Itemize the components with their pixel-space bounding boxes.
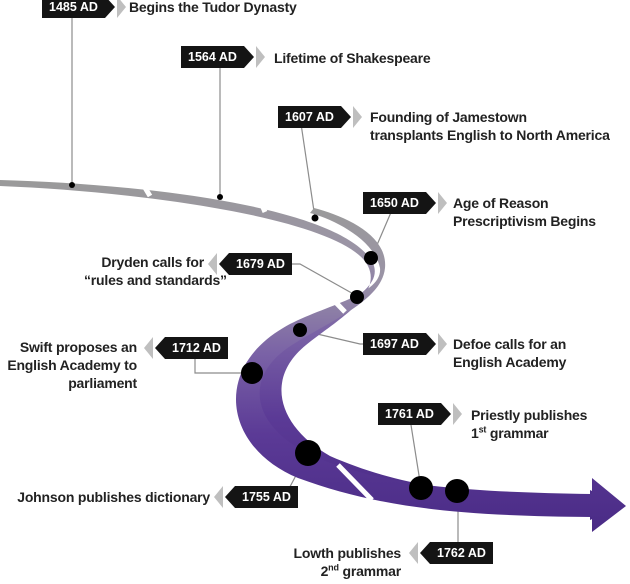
event-label-lowth: Lowth publishes 2nd grammar	[293, 545, 402, 579]
date-badge-1755: 1755 AD	[214, 486, 298, 508]
dot-1679	[350, 290, 364, 304]
dot-1762	[445, 479, 469, 503]
date-label: 1679 AD	[229, 253, 292, 275]
date-badge-1650: 1650 AD	[363, 192, 447, 214]
event-label-defoe: Defoe calls for an English Academy	[453, 336, 567, 370]
event-label-tudor: Begins the Tudor Dynasty	[129, 0, 297, 15]
ribbon-gaps	[135, 174, 374, 502]
dot-1485	[69, 182, 75, 188]
dot-1564	[217, 194, 223, 200]
dot-1697	[293, 323, 307, 337]
dot-1755	[295, 440, 321, 466]
connector-1607	[299, 116, 316, 219]
date-label: 1564 AD	[181, 46, 244, 68]
date-label: 1607 AD	[278, 106, 341, 128]
date-badge-1712: 1712 AD	[144, 337, 228, 359]
event-label-priestly: Priestly publishes 1st grammar	[471, 407, 588, 441]
date-label: 1761 AD	[378, 403, 441, 425]
event-dots	[69, 182, 469, 503]
event-label-jamestown: Founding of Jamestown transplants Englis…	[370, 109, 610, 143]
date-badge-1762: 1762 AD	[409, 542, 493, 564]
date-label: 1697 AD	[363, 333, 426, 355]
dot-1712	[241, 362, 263, 384]
date-label: 1712 AD	[165, 337, 228, 359]
dot-1761	[409, 476, 433, 500]
date-badge-1564: 1564 AD	[181, 46, 265, 68]
event-label-shakespeare: Lifetime of Shakespeare	[274, 50, 431, 66]
date-badge-1485: 1485 AD	[42, 0, 126, 18]
event-label-reason: Age of Reason Prescriptivism Begins	[453, 195, 596, 229]
dot-1650	[364, 251, 378, 265]
date-badge-1697: 1697 AD	[363, 333, 447, 355]
event-label-swift: Swift proposes an English Academy to par…	[7, 339, 137, 391]
timeline-ribbon-body	[235, 208, 626, 532]
date-label: 1485 AD	[42, 0, 105, 18]
date-badge-1679: 1679 AD	[208, 253, 292, 275]
dot-1607	[311, 214, 319, 222]
event-label-johnson: Johnson publishes dictionary	[17, 489, 210, 505]
date-badge-1761: 1761 AD	[378, 403, 462, 425]
connector-1697	[299, 329, 363, 345]
date-label: 1755 AD	[235, 486, 298, 508]
event-label-dryden: Dryden calls for “rules and standards”	[84, 254, 227, 288]
date-label: 1650 AD	[363, 192, 426, 214]
date-label: 1762 AD	[430, 542, 493, 564]
date-badge-1607: 1607 AD	[278, 106, 362, 128]
